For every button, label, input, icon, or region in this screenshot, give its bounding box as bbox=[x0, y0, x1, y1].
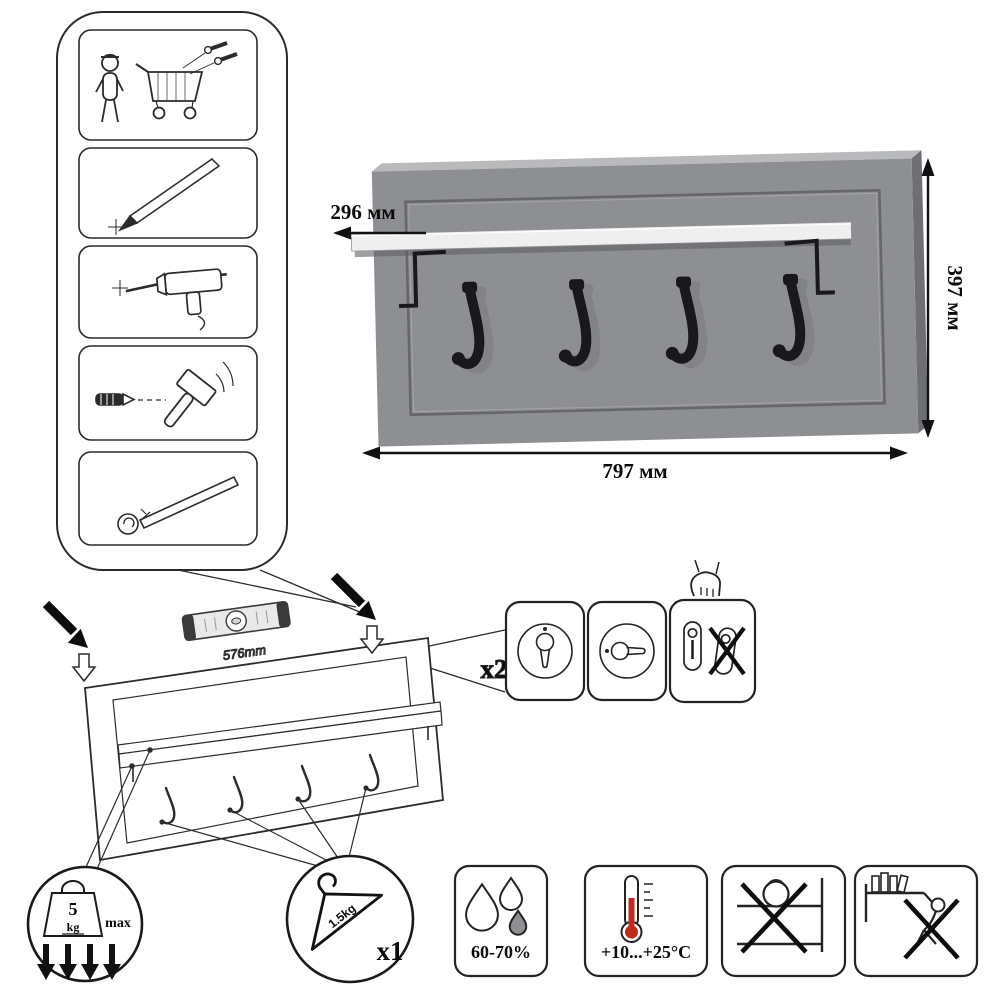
keyhole-orientation-wrong-icon bbox=[708, 626, 746, 676]
dim-height-label: 397 мм bbox=[943, 265, 967, 330]
no-heavy-objects-icon bbox=[737, 878, 824, 954]
dim-height: 397 мм bbox=[921, 158, 967, 438]
shelf-bracket-right bbox=[784, 238, 835, 295]
sidebar-callout-line-1 bbox=[177, 569, 357, 608]
weight-max-label: max bbox=[105, 916, 131, 931]
panel-top-edge bbox=[371, 150, 922, 172]
shelf bbox=[350, 221, 852, 252]
hammer-and-dowel-icon bbox=[95, 361, 234, 428]
shelf-bracket-left bbox=[399, 249, 446, 309]
panel-groove-highlight bbox=[408, 192, 883, 413]
no-hanging-icon bbox=[864, 872, 960, 960]
dim-height-arrowhead-bottom bbox=[921, 420, 935, 438]
hanging-hand-icon bbox=[690, 559, 721, 597]
thermometer-icon bbox=[620, 875, 653, 943]
dim-depth-label: 296 мм bbox=[330, 200, 395, 224]
hanger-qty-label: x1 bbox=[377, 936, 404, 966]
mounted-shelf-supports bbox=[132, 726, 429, 782]
keyhole-plate-rotated-icon bbox=[599, 623, 655, 679]
mounted-panel-groove bbox=[112, 656, 419, 844]
keyhole-callout-line-1 bbox=[419, 629, 506, 649]
mount-point-marker-right-icon bbox=[359, 625, 385, 655]
step-mount bbox=[78, 451, 258, 546]
keyhole-callout-line-2 bbox=[429, 667, 506, 693]
max-weight-badge: 5 kg max bbox=[26, 865, 144, 983]
hardware-detail: x2 bbox=[480, 559, 757, 704]
mount-arrow-right-icon bbox=[330, 572, 376, 620]
temperature-label: +10...+25°C bbox=[601, 942, 691, 962]
step-collect-parts bbox=[78, 29, 258, 141]
step-hammer bbox=[78, 345, 258, 441]
dim-width-arrowhead-left bbox=[362, 446, 380, 460]
keyhole-plate-icon bbox=[517, 623, 573, 679]
mount-point-marker-left-icon bbox=[71, 653, 97, 683]
panel-groove bbox=[404, 188, 886, 417]
mounting-rail-icon bbox=[117, 475, 240, 535]
drill-icon bbox=[112, 268, 227, 331]
dim-width-arrowhead-right bbox=[890, 446, 908, 460]
callout-lines bbox=[177, 569, 506, 693]
pencil-icon bbox=[108, 158, 221, 235]
mounting-view: 576mm bbox=[42, 572, 444, 870]
dim-width: 797 мм bbox=[362, 446, 908, 483]
person-with-cart-icon bbox=[95, 53, 204, 123]
humidity-label: 60-70% bbox=[471, 942, 531, 962]
steps-sidebar bbox=[56, 11, 288, 571]
no-heavy-objects-box bbox=[720, 864, 847, 978]
temperature-box: +10...+25°C bbox=[583, 864, 709, 978]
screws-icon bbox=[182, 41, 238, 75]
load-callouts bbox=[85, 747, 369, 870]
sidebar-callout-line-2 bbox=[259, 569, 363, 614]
weight-5kg-icon bbox=[42, 880, 104, 937]
shelf-shadow bbox=[354, 238, 851, 258]
panel-side-edge bbox=[911, 150, 929, 434]
weight-unit: kg bbox=[67, 920, 80, 934]
dim-depth: 296 мм bbox=[330, 200, 426, 240]
keyhole-qty-label: x2 bbox=[481, 654, 508, 684]
weight-value: 5 bbox=[69, 899, 78, 919]
dim-depth-arrowhead bbox=[333, 226, 351, 240]
mount-span-label: 576mm bbox=[222, 642, 267, 663]
dim-width-label: 797 мм bbox=[602, 459, 667, 483]
spirit-level bbox=[181, 600, 291, 642]
mount-arrow-left-icon bbox=[42, 600, 88, 648]
no-hanging-box bbox=[853, 864, 979, 978]
environment-info: 60-70% +10...+25°C bbox=[453, 864, 979, 978]
hanging-check-box bbox=[668, 598, 757, 704]
hook-load-badge: 1.5kg x1 bbox=[285, 854, 415, 984]
mounted-shelf-front bbox=[118, 710, 443, 769]
cross-mark bbox=[708, 626, 746, 676]
keyhole-box-2 bbox=[586, 600, 668, 702]
humidity-box: 60-70% bbox=[453, 864, 549, 978]
shelf-highlight bbox=[351, 223, 852, 237]
cross-mark bbox=[740, 882, 808, 954]
keyhole-orientation-ok-icon bbox=[683, 621, 702, 671]
clothes-hanger-icon bbox=[310, 872, 383, 951]
dim-height-arrowhead-top bbox=[921, 158, 935, 176]
coat-rack-front-view: 296 мм 397 мм 797 мм bbox=[330, 150, 967, 483]
cross-mark bbox=[903, 898, 960, 960]
